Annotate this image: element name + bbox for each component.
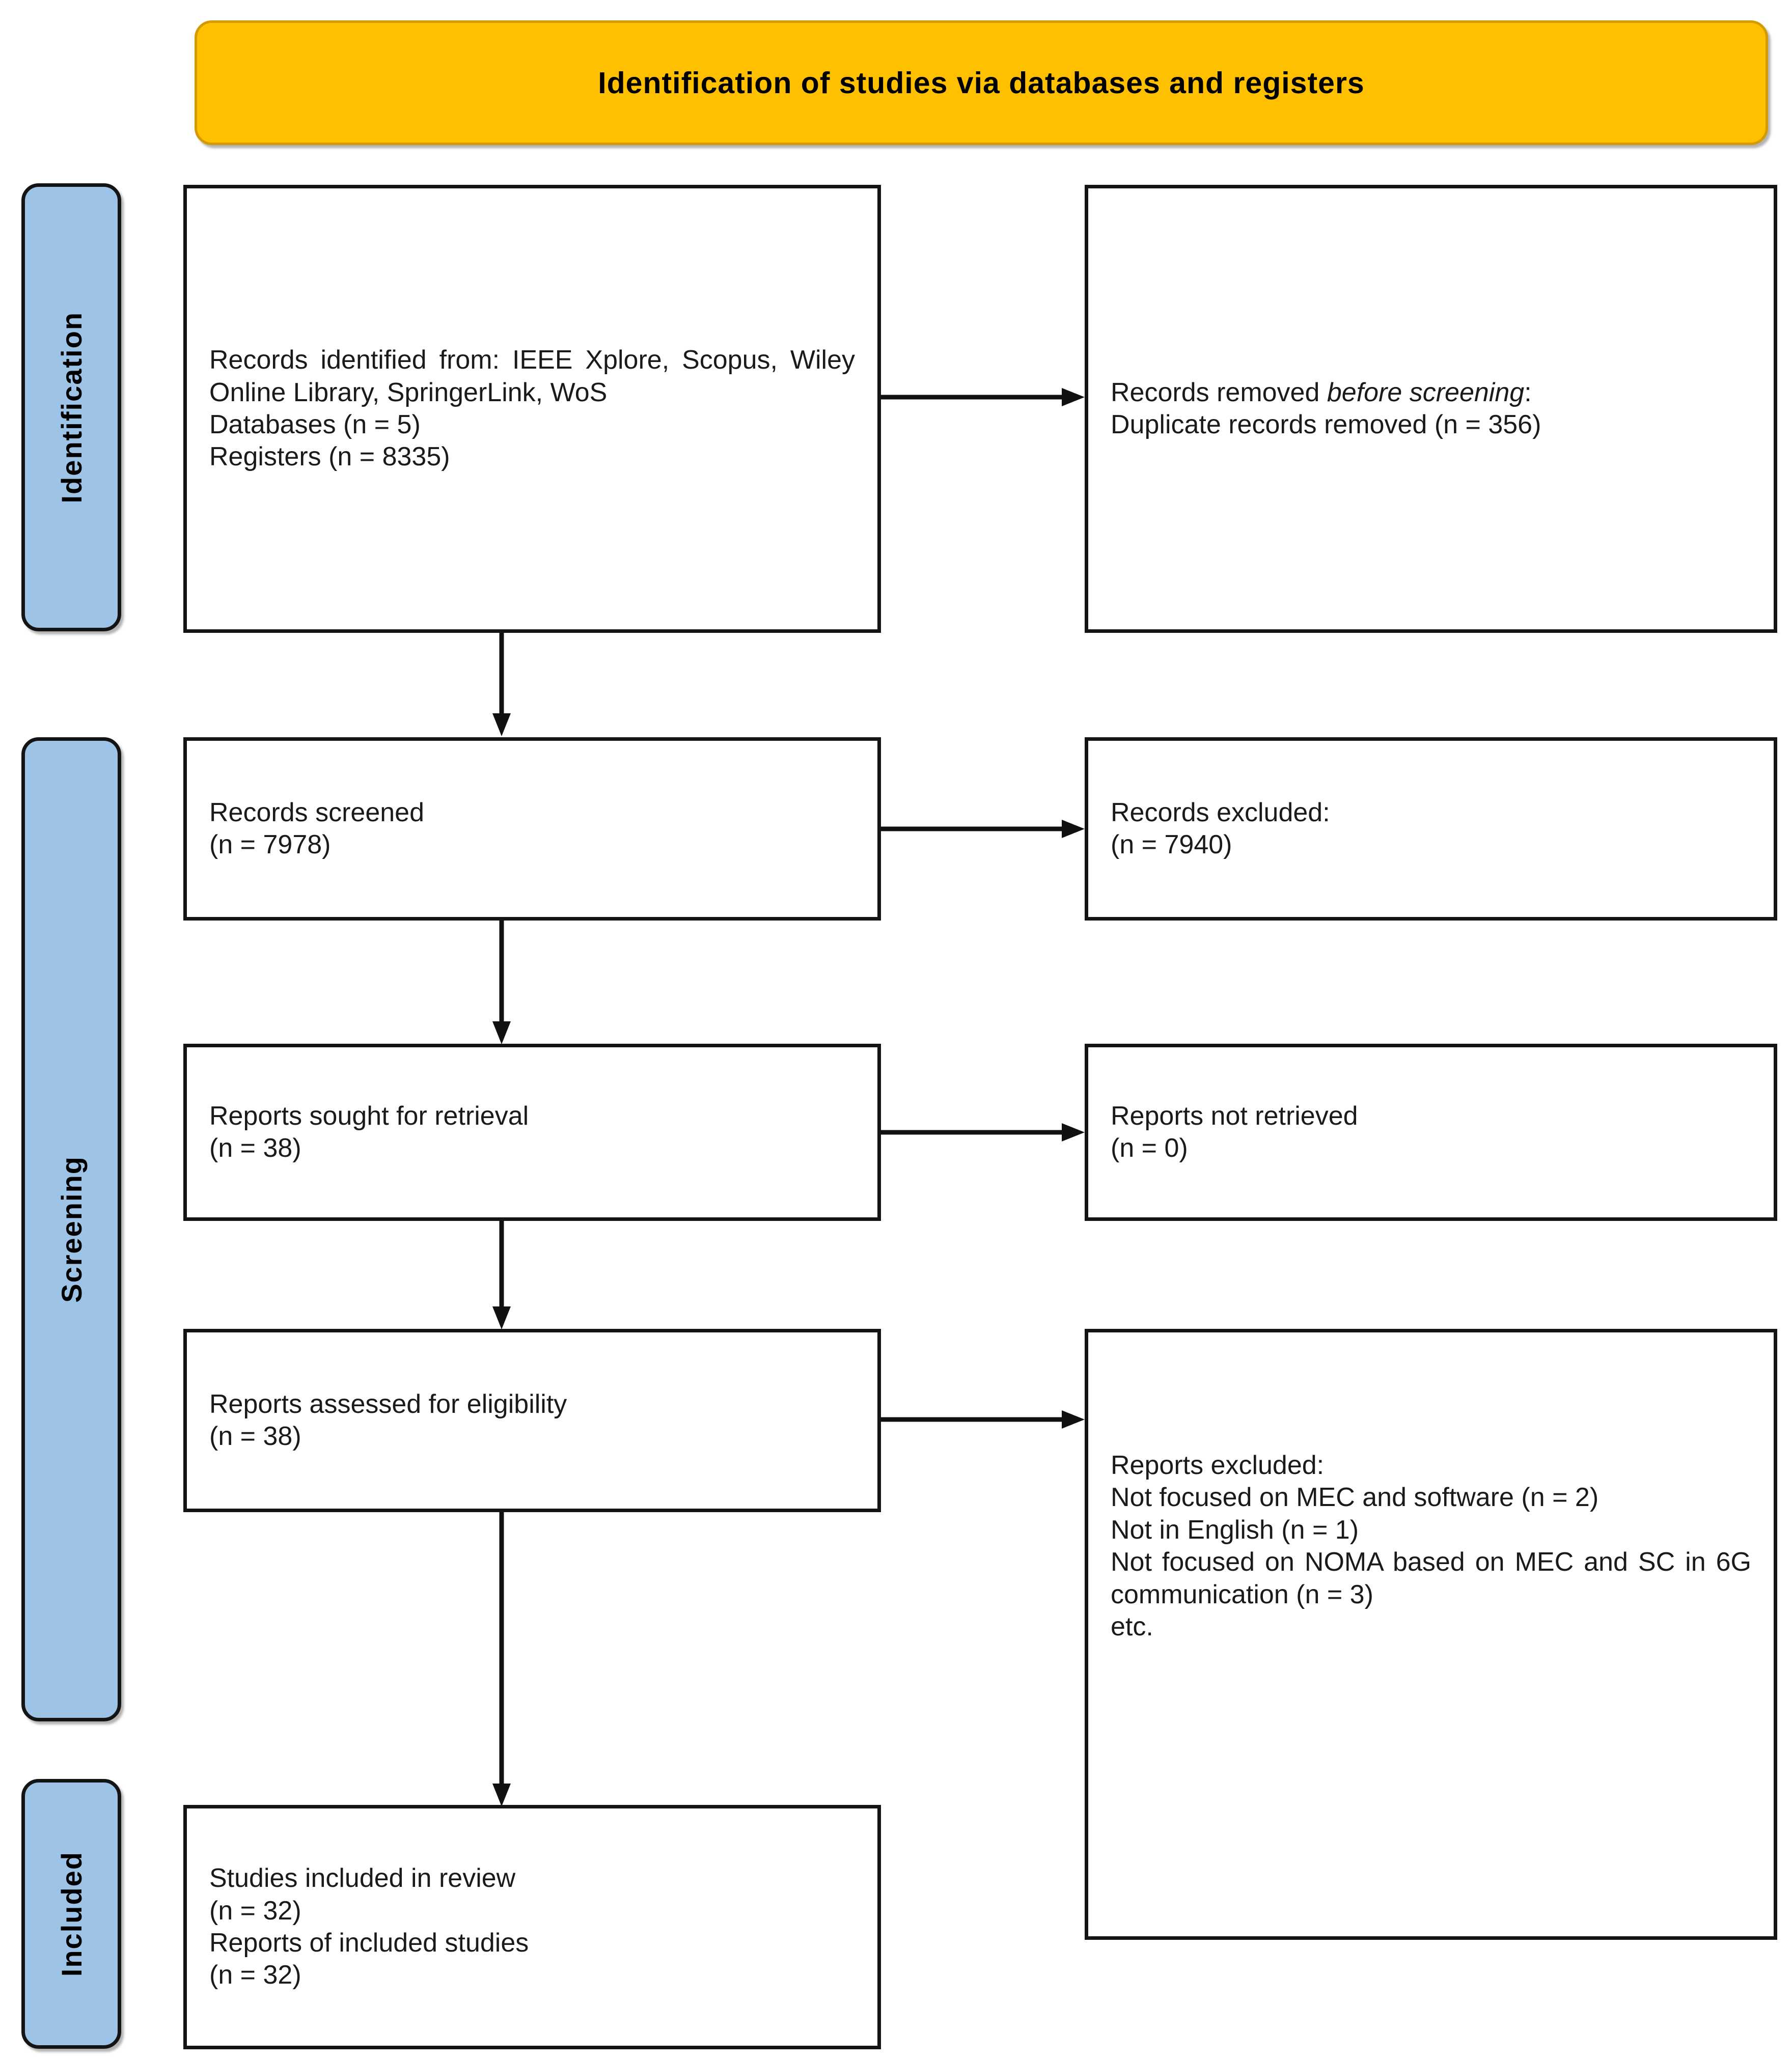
diagram-header-banner: Identification of studies via databases … xyxy=(195,20,1768,145)
box-reports-sought: Reports sought for retrieval (n = 38) xyxy=(183,1044,881,1221)
studies-included-count: (n = 32) xyxy=(209,1896,301,1926)
arrow-sought-to-not-retrieved xyxy=(881,1122,1087,1143)
reports-assessed-label: Reports assessed for eligibility xyxy=(209,1389,567,1419)
reports-excluded-heading: Reports excluded: xyxy=(1111,1451,1325,1480)
records-removed-heading-prefix: Records removed xyxy=(1111,377,1327,407)
records-removed-heading-suffix: : xyxy=(1524,377,1532,407)
arrow-screened-to-records-excluded xyxy=(881,819,1087,839)
records-screened-count: (n = 7978) xyxy=(209,830,331,859)
records-identified-registers: Registers (n = 8335) xyxy=(209,442,450,472)
reports-of-included-studies-count: (n = 32) xyxy=(209,1960,301,1990)
records-identified-sources: Records identified from: IEEE Xplore, Sc… xyxy=(209,345,855,407)
stage-label-identification-text: Identification xyxy=(55,311,88,504)
records-removed-heading: Records removed before screening: xyxy=(1111,377,1751,409)
records-removed-heading-italic: before screening xyxy=(1327,377,1525,407)
reports-not-retrieved-count: (n = 0) xyxy=(1111,1133,1188,1163)
arrow-assessed-to-reports-excluded xyxy=(881,1409,1087,1430)
records-excluded-count: (n = 7940) xyxy=(1111,830,1232,859)
box-reports-assessed: Reports assessed for eligibility (n = 38… xyxy=(183,1329,881,1512)
reports-excluded-reason-3: Not focused on NOMA based on MEC and SC … xyxy=(1111,1547,1751,1609)
box-records-identified: Records identified from: IEEE Xplore, Sc… xyxy=(183,185,881,633)
stage-label-screening-text: Screening xyxy=(55,1156,88,1303)
reports-of-included-studies-label: Reports of included studies xyxy=(209,1928,529,1958)
box-reports-not-retrieved: Reports not retrieved (n = 0) xyxy=(1085,1044,1777,1221)
arrow-sought-to-assessed xyxy=(491,1221,512,1330)
box-records-excluded: Records excluded: (n = 7940) xyxy=(1085,737,1777,921)
arrow-assessed-to-included xyxy=(491,1512,512,1807)
studies-included-label: Studies included in review xyxy=(209,1863,516,1893)
reports-assessed-count: (n = 38) xyxy=(209,1422,301,1451)
box-studies-included: Studies included in review (n = 32) Repo… xyxy=(183,1805,881,2049)
stage-label-screening: Screening xyxy=(21,737,121,1721)
box-reports-excluded: Reports excluded: Not focused on MEC and… xyxy=(1085,1329,1777,1940)
arrow-identified-to-removed xyxy=(881,387,1087,407)
records-identified-databases: Databases (n = 5) xyxy=(209,410,421,439)
stage-label-identification: Identification xyxy=(21,183,121,631)
box-records-screened: Records screened (n = 7978) xyxy=(183,737,881,921)
reports-sought-count: (n = 38) xyxy=(209,1133,301,1163)
reports-not-retrieved-label: Reports not retrieved xyxy=(1111,1101,1358,1131)
stage-label-included: Included xyxy=(21,1779,121,2049)
reports-excluded-reason-4: etc. xyxy=(1111,1612,1153,1642)
reports-excluded-reason-2: Not in English (n = 1) xyxy=(1111,1515,1359,1545)
records-screened-label: Records screened xyxy=(209,797,424,827)
arrow-identified-to-screened xyxy=(491,633,512,737)
reports-sought-label: Reports sought for retrieval xyxy=(209,1101,529,1131)
box-records-removed: Records removed before screening: Duplic… xyxy=(1085,185,1777,633)
records-excluded-label: Records excluded: xyxy=(1111,797,1330,827)
arrow-screened-to-sought xyxy=(491,921,512,1045)
reports-excluded-reason-1: Not focused on MEC and software (n = 2) xyxy=(1111,1483,1599,1513)
duplicate-records-removed-count: Duplicate records removed (n = 356) xyxy=(1111,410,1541,439)
stage-label-included-text: Included xyxy=(55,1851,88,1977)
diagram-title: Identification of studies via databases … xyxy=(598,66,1365,100)
